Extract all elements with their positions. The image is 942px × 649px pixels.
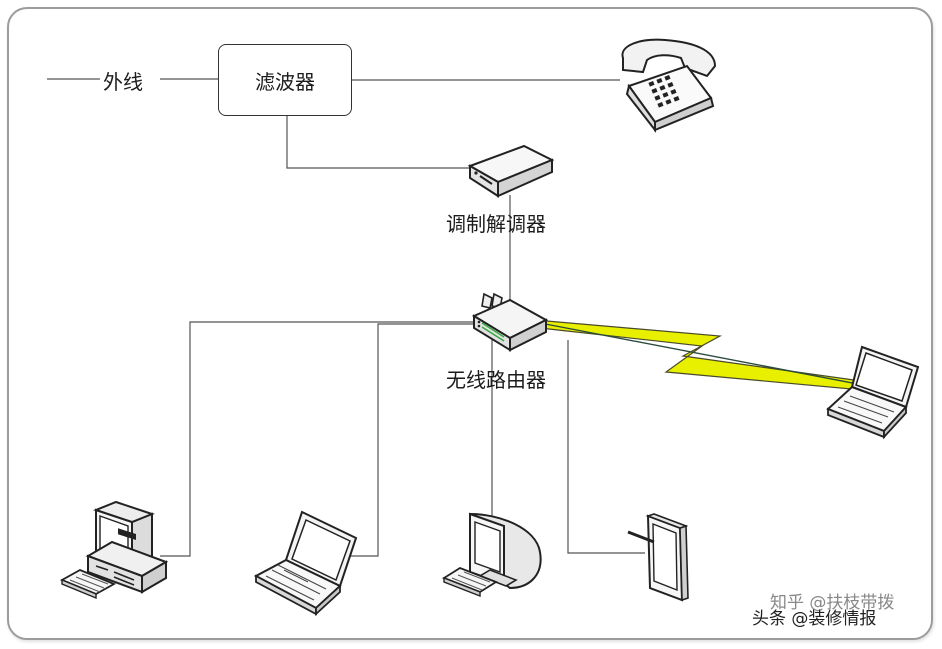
router-to-desktop-line xyxy=(160,321,484,557)
router-to-tablet-line xyxy=(567,340,645,554)
modem-label: 调制解调器 xyxy=(446,212,546,236)
router-to-laptop-line xyxy=(340,323,484,557)
watermark-toutiao: 头条 @装修情报 xyxy=(752,609,877,629)
filter-to-modem-line xyxy=(286,116,470,169)
desktop-computer-icon xyxy=(59,500,169,600)
all-in-one-computer-icon xyxy=(442,512,542,598)
filter-label: 滤波器 xyxy=(255,69,315,94)
router-label: 无线路由器 xyxy=(446,368,546,392)
watermark-zhihu: 知乎 @扶枝带拨 xyxy=(770,593,895,613)
laptop-icon xyxy=(826,345,920,440)
outside-line-label: 外线 xyxy=(103,70,143,94)
telephone-icon xyxy=(621,38,717,133)
lightning-bolt-icon xyxy=(533,319,870,391)
filter-box: 滤波器 xyxy=(218,44,352,116)
laptop-icon xyxy=(253,510,358,617)
wireless-router-icon xyxy=(471,292,549,352)
connection-lines xyxy=(47,78,645,557)
tablet-icon xyxy=(627,513,689,602)
modem-icon xyxy=(467,144,555,198)
